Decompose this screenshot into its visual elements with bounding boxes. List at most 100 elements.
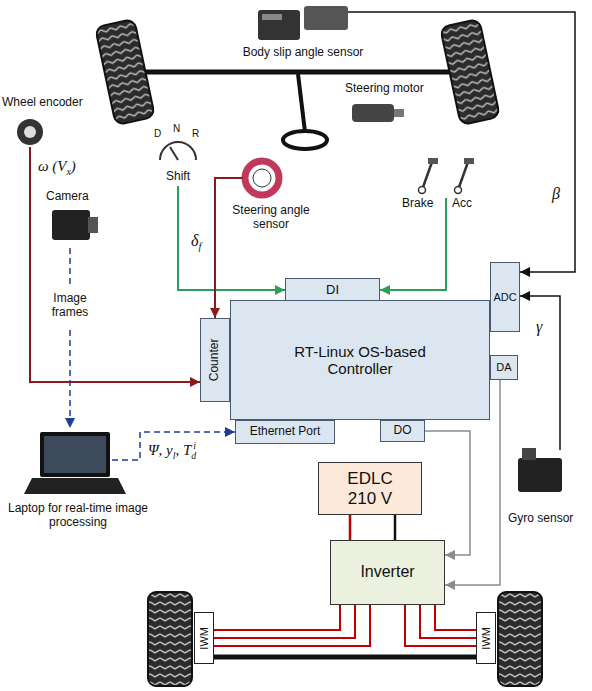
steering-column xyxy=(298,74,305,132)
signal-name: l xyxy=(173,450,176,461)
acc-pedal xyxy=(458,162,468,190)
shift-dial xyxy=(160,142,196,160)
slip-signal-wire xyxy=(348,12,575,272)
steering-wheel xyxy=(283,131,327,149)
sensor-label-group: Body slip angle sensor xyxy=(228,46,378,60)
gear-letter: R xyxy=(192,128,199,139)
input-port: ADC xyxy=(490,262,520,332)
shift-signal-wire xyxy=(178,186,285,290)
signal-name: f xyxy=(198,241,201,252)
output-port: DO xyxy=(380,420,425,442)
inverter-box: Inverter xyxy=(330,540,445,605)
sensor-label: Wheel encoder xyxy=(2,95,83,109)
front-left-tire xyxy=(95,19,155,125)
gear-letter-group: D xyxy=(154,128,161,140)
image-stream-line xyxy=(69,248,71,288)
laptop-base xyxy=(24,478,126,494)
signal-name: , T xyxy=(175,442,191,458)
gear-letter: N xyxy=(173,123,180,134)
pedal-label-group: Acc xyxy=(452,197,472,211)
network-port: Ethernet Port xyxy=(235,420,335,444)
controller-box: RT-Linux OS-based Controller xyxy=(230,300,490,420)
brake-pedal xyxy=(422,162,432,190)
signal-name: d xyxy=(191,450,196,461)
signal-name-group: γ xyxy=(536,318,542,336)
signal-name-group: δf xyxy=(191,232,201,253)
signal-name: Ψ, y xyxy=(148,442,173,458)
power-line xyxy=(349,515,352,540)
brake-pad xyxy=(428,158,438,164)
node-text: Inverter xyxy=(360,563,414,581)
signal-name-group: ω (Vx) xyxy=(38,158,76,177)
laptop-display xyxy=(44,436,106,473)
device-label: Laptop for real-time image processing xyxy=(8,501,148,529)
shift-needle xyxy=(170,147,178,160)
steering-motor-body xyxy=(352,104,394,122)
image-stream-arrow xyxy=(69,330,71,428)
actuator-label-group: Steering motor xyxy=(345,82,424,96)
sensor-label: Gyro sensor xyxy=(508,511,573,525)
phase-lines xyxy=(405,605,476,646)
device-label: Camera xyxy=(46,189,89,203)
steering-angle-sensor-core xyxy=(253,169,271,187)
steering-angle-sensor-ring xyxy=(245,161,279,195)
front-right-tire xyxy=(440,19,500,125)
gear-letter: D xyxy=(154,128,161,139)
encoder-signal-wire xyxy=(30,147,200,382)
signal-name-group: Ψ, yl, Tdi xyxy=(148,440,196,461)
node-text: DA xyxy=(496,361,511,374)
brake-pivot xyxy=(419,187,426,194)
control-signal xyxy=(425,431,470,555)
sensor-label: Steering angle sensor xyxy=(232,203,309,231)
camera-body xyxy=(52,210,90,240)
wheel-encoder-hub xyxy=(24,126,36,138)
negative-power-line xyxy=(394,515,397,540)
gyro-connector xyxy=(522,448,536,460)
sensor-label-group: Gyro sensor xyxy=(508,512,573,526)
signal-name: ) xyxy=(71,158,76,174)
motor-box: IWM xyxy=(194,612,214,664)
rear-left-tire xyxy=(148,592,192,686)
phase-lines xyxy=(214,605,370,646)
gyro-body xyxy=(518,458,562,492)
steering-signal-wire xyxy=(215,178,243,318)
node-text: Ethernet Port xyxy=(250,425,321,439)
node-text: RT-Linux OS-based Controller xyxy=(265,343,455,378)
pedal-label: Acc xyxy=(452,196,472,210)
lane-data-line xyxy=(112,432,235,460)
rear-axle xyxy=(214,655,476,660)
actuator-label: Steering motor xyxy=(345,81,424,95)
node-text: DO xyxy=(394,424,412,438)
device-label-group: Camera xyxy=(46,190,89,204)
sensor-label-group: Steering angle sensor xyxy=(226,204,316,232)
pedal-label-group: Brake xyxy=(402,197,433,211)
node-text: EDLC 210 V xyxy=(340,469,400,508)
camera-lens xyxy=(88,217,98,233)
sensor-label: Body slip angle sensor xyxy=(243,45,364,59)
slip-sensor-detail xyxy=(262,14,282,20)
signal-name: ω (V xyxy=(38,158,67,174)
node-text: Counter xyxy=(208,339,222,382)
gyro-signal-wire xyxy=(520,296,560,450)
node-text: DI xyxy=(326,283,339,298)
gear-letter-group: R xyxy=(192,128,199,140)
signal-name: i xyxy=(193,440,196,451)
motor-box: IWM xyxy=(476,612,496,664)
signal-name: β xyxy=(552,185,560,202)
signal-name-group: β xyxy=(552,185,560,203)
input-port: Counter xyxy=(200,318,230,402)
device-label-group: Laptop for real-time image processing xyxy=(3,502,153,530)
node-text: IWM xyxy=(198,627,211,650)
front-axle xyxy=(125,70,470,75)
pedal-signal-wire xyxy=(380,198,446,290)
acc-pivot xyxy=(455,187,462,194)
stream-label-group: Image frames xyxy=(40,292,100,320)
node-text: ADC xyxy=(493,291,516,304)
node-text: IWM xyxy=(480,627,493,650)
gear-letter-group: N xyxy=(173,123,180,135)
output-port: DA xyxy=(490,355,518,380)
slip-sensor-unit xyxy=(258,10,300,40)
steering-motor-shaft xyxy=(394,109,404,117)
shift-label: Shift xyxy=(166,169,190,183)
